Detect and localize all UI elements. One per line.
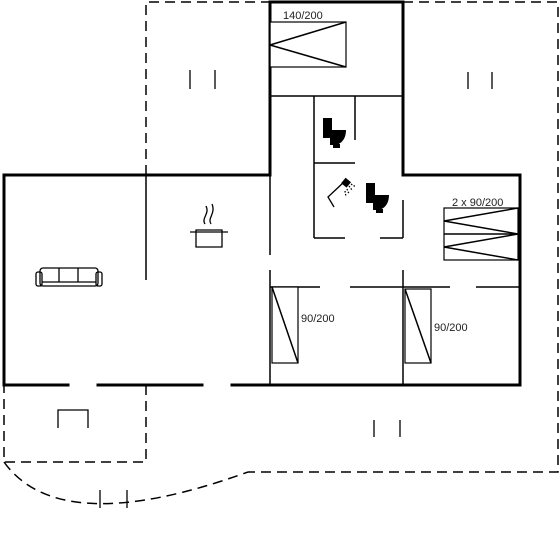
interior-walls xyxy=(145,95,520,385)
single-bed-left-label: 90/200 xyxy=(301,313,335,325)
twin-beds xyxy=(443,207,519,261)
chair-marks xyxy=(99,70,493,508)
single-bed-right xyxy=(404,288,432,364)
single-bed-right-label: 90/200 xyxy=(434,322,468,334)
sofa-icon xyxy=(35,267,103,287)
toilet-icon xyxy=(323,118,346,148)
cooking-pot-icon xyxy=(190,203,228,248)
single-bed-left xyxy=(271,286,299,364)
toilet-icon xyxy=(366,183,389,213)
table-icon xyxy=(57,409,89,428)
exterior-walls xyxy=(2,0,522,387)
twin-beds-label: 2 x 90/200 xyxy=(452,197,503,209)
terrace-outline xyxy=(3,1,559,505)
shower-icon xyxy=(327,177,357,208)
master-bed-label: 140/200 xyxy=(283,10,323,22)
master-bed xyxy=(269,21,347,68)
